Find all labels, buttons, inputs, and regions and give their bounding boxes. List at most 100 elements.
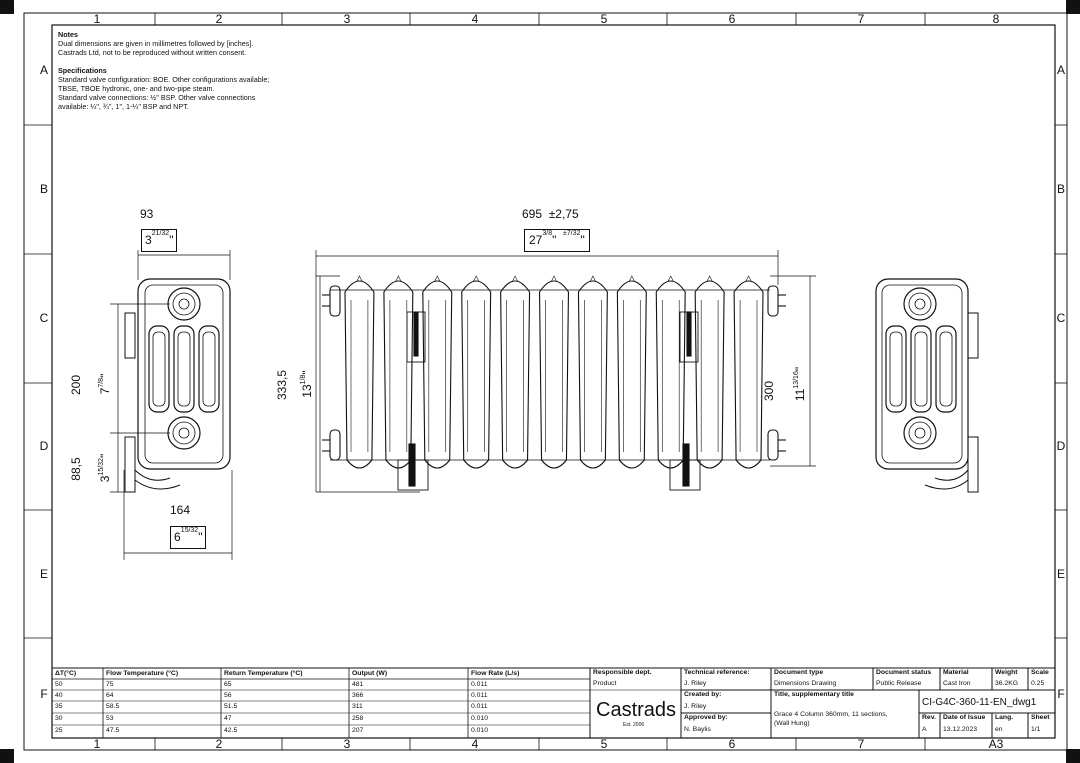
col-label-3-bottom: 3 <box>343 737 351 751</box>
col-label-2: 2 <box>215 12 223 26</box>
sheet-label: Sheet <box>1031 714 1050 721</box>
row-label-a-right: A <box>1056 63 1065 77</box>
notes-line: Castrads Ltd, not to be reproduced witho… <box>58 48 247 57</box>
doc-type-value: Dimensions Drawing <box>774 680 837 687</box>
doc-type-label: Document type <box>774 669 824 676</box>
created-by-label: Created by: <box>684 691 722 698</box>
issue-date-label: Date of Issue <box>943 714 986 721</box>
row-label-c: C <box>39 311 49 325</box>
spec-line: TBSE, TBOE hydronic, one- and two-pipe s… <box>58 84 215 93</box>
col-label-1: 1 <box>93 12 101 26</box>
castrads-est: Est. 2006 <box>623 722 645 728</box>
flow-table-cell: 311 <box>352 703 363 710</box>
row-label-e-right: E <box>1056 567 1065 581</box>
radiator-section <box>538 280 570 469</box>
side-view-left <box>124 278 231 493</box>
weight-value: 36.2KG <box>995 680 1019 687</box>
flow-table-cell: 0.011 <box>471 692 488 699</box>
responsible-dept-value: Product <box>593 680 617 687</box>
sheet-size-label: A3 <box>988 737 1004 751</box>
col-label-2-bottom: 2 <box>215 737 223 751</box>
radiator-section <box>655 280 686 469</box>
row-label-f-right: F <box>1057 687 1065 701</box>
dim-bottom-mm: 88,5 <box>69 457 83 481</box>
col-label-5: 5 <box>600 12 608 26</box>
dim-centres-mm: 200 <box>69 374 83 396</box>
flow-table-cell: 58.5 <box>106 703 120 710</box>
corner-mark-bl <box>0 749 14 763</box>
dim-length-in: 273/8" ±7/32" <box>524 229 590 252</box>
flow-table-cell: 481 <box>352 681 364 688</box>
lang-label: Lang. <box>995 714 1014 721</box>
scale-label: Scale <box>1031 669 1049 676</box>
dim-section-mm: 300 <box>762 380 776 402</box>
flow-table-cell: 51.5 <box>224 703 238 710</box>
flow-table-cell: 0.011 <box>471 703 488 710</box>
col-label-1-bottom: 1 <box>93 737 101 751</box>
spec-line: available: ¼", ¾", 1", 1-¼" BSP and NPT. <box>58 102 189 111</box>
col-label-5-bottom: 5 <box>600 737 608 751</box>
row-label-b-right: B <box>1056 182 1065 196</box>
col-label-6: 6 <box>728 12 736 26</box>
flow-table-cell: 42.5 <box>224 727 238 734</box>
radiator-section <box>733 280 764 469</box>
row-label-d-right: D <box>1056 439 1066 453</box>
radiator-section <box>422 280 453 469</box>
flow-table-header: Flow Rate (L/s) <box>471 670 520 677</box>
radiator-section <box>500 280 531 469</box>
technical-ref-label: Technical reference: <box>684 669 750 676</box>
rev-label: Rev. <box>922 714 936 721</box>
radiator-section <box>344 280 375 469</box>
title-line-2: (Wall Hung) <box>774 720 810 727</box>
dim-depth-mm: 164 <box>170 503 191 517</box>
radiator-section <box>461 280 492 469</box>
row-label-c-right: C <box>1056 311 1066 325</box>
col-label-7-bottom: 7 <box>857 737 865 751</box>
created-by-value: J. Riley <box>684 703 707 710</box>
dim-side-width-mm: 93 <box>140 207 154 221</box>
col-label-7: 7 <box>857 12 865 26</box>
flow-table-cell: 0.010 <box>471 727 489 734</box>
flow-table-cell: 0.011 <box>471 681 488 688</box>
side-view-right <box>875 278 979 493</box>
approved-by-value: N. Baylis <box>684 726 711 733</box>
radiator-section <box>616 280 647 469</box>
flow-table-cell: 47 <box>224 715 232 722</box>
row-label-b: B <box>39 182 48 196</box>
title-label: Title, supplementary title <box>774 691 854 698</box>
spec-line: Standard valve configuration: BOE. Other… <box>58 75 270 84</box>
issue-date-value: 13.12.2023 <box>943 726 978 733</box>
col-label-4: 4 <box>471 12 479 26</box>
spec-heading: Specifications <box>58 66 107 75</box>
flow-table-cell: 25 <box>55 727 63 734</box>
radiator-section <box>577 280 608 469</box>
row-label-f: F <box>40 687 48 701</box>
dim-section-in: 1113/16" <box>793 366 807 402</box>
flow-table-cell: 64 <box>106 692 114 699</box>
flow-table-cell: 366 <box>352 692 364 699</box>
flow-table-header: Flow Temperature (°C) <box>106 670 179 677</box>
responsible-dept-label: Responsible dept. <box>593 669 652 676</box>
material-label: Material <box>943 669 969 676</box>
sheet-value: 1/1 <box>1031 726 1041 733</box>
corner-mark-tr <box>1066 0 1080 14</box>
lang-value: en <box>995 726 1003 733</box>
dim-bottom-in: 315/32" <box>98 453 112 483</box>
document-number: CI-G4C-360-11-EN_dwg1 <box>922 697 1037 708</box>
row-label-d: D <box>39 439 49 453</box>
scale-value: 0.25 <box>1031 680 1045 687</box>
dim-centres-in: 77/8" <box>98 373 112 395</box>
flow-table-cell: 258 <box>352 715 364 722</box>
flow-table-cell: 47.5 <box>106 727 120 734</box>
flow-table-header: ΔT(°C) <box>55 670 77 677</box>
weight-label: Weight <box>995 669 1018 676</box>
row-label-e: E <box>39 567 48 581</box>
notes-block: Notes Dual dimensions are given in milli… <box>58 30 288 111</box>
front-view <box>322 275 786 491</box>
dim-height-in: 131/8" <box>300 370 314 398</box>
flow-table-cell: 207 <box>352 727 364 734</box>
doc-status-label: Document status <box>876 669 932 676</box>
notes-line: Dual dimensions are given in millimetres… <box>58 39 254 48</box>
radiator-section <box>383 280 414 469</box>
corner-mark-br <box>1066 749 1080 763</box>
